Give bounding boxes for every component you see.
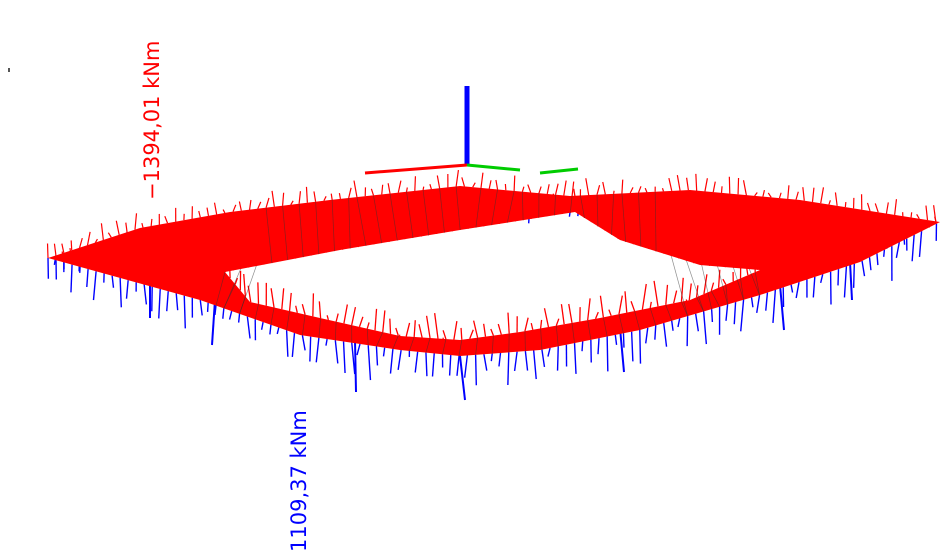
axis-y-tail	[540, 169, 578, 173]
axis-x	[365, 165, 467, 173]
origin-marker	[8, 68, 10, 72]
axis-triad	[365, 86, 578, 173]
max-moment-label: −1394,01 kNm	[140, 41, 164, 200]
axis-y	[467, 165, 520, 170]
negative-moment-surface	[48, 170, 940, 356]
min-moment-label: 1109,37 kNm	[287, 410, 311, 552]
